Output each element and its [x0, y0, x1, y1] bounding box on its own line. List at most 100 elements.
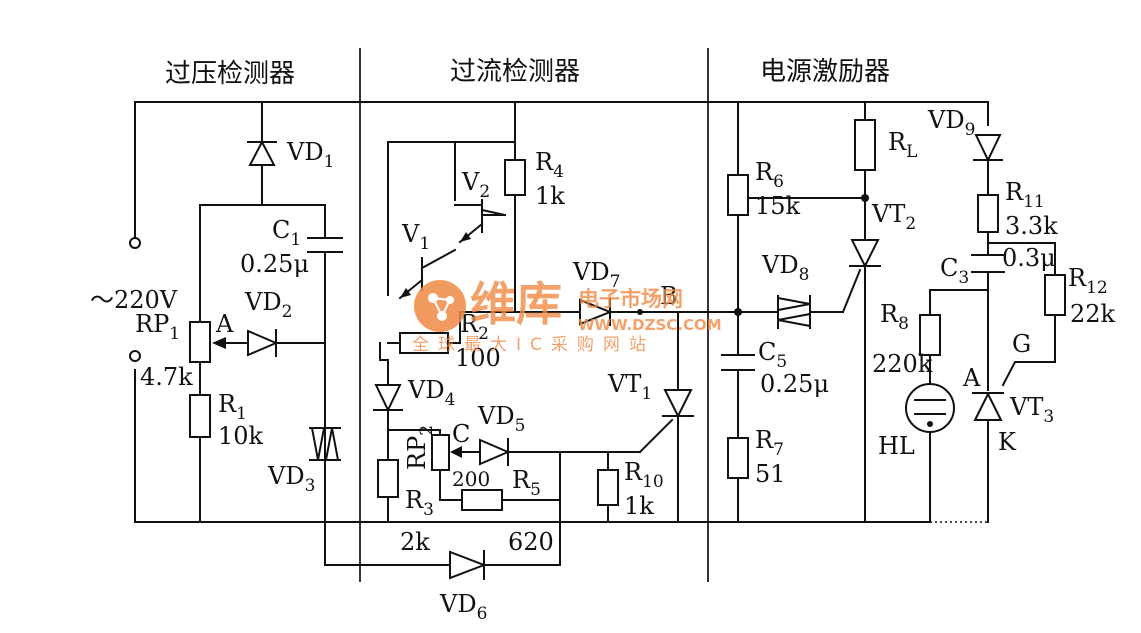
label-hl: HL: [878, 432, 915, 460]
value-r7: 51: [755, 460, 786, 488]
label-vd8: VD8: [761, 251, 809, 285]
node-a: A: [215, 310, 234, 338]
value-c5: 0.25μ: [760, 370, 829, 398]
label-cathode-k: K: [998, 428, 1017, 456]
label-r2: R2: [460, 310, 489, 344]
label-vd5: VD5: [477, 402, 525, 436]
resistor-r2: [399, 332, 449, 354]
diode-vd7: [579, 298, 613, 326]
label-v2: V2: [461, 168, 490, 202]
label-r10: R10: [624, 458, 664, 492]
label-vd3: VD3: [267, 462, 315, 496]
diac-vd8: [777, 295, 811, 329]
label-c5: C5: [758, 338, 787, 372]
label-v1: V1: [401, 220, 430, 254]
watermark-brand: 维库: [470, 277, 562, 331]
label-r1: R1: [218, 390, 247, 424]
transistor-v2: [458, 199, 507, 244]
label-r8: R8: [880, 300, 909, 334]
label-r4: R4: [535, 148, 564, 182]
header-overvoltage: 过压检测器: [165, 59, 295, 89]
label-rp1: RP1: [135, 310, 180, 344]
label-r3: R3: [405, 486, 434, 520]
diode-vd6: [449, 550, 487, 580]
label-vt3: VT3: [1009, 393, 1054, 427]
value-r6: 15k: [755, 192, 801, 220]
diac-vd3: [309, 427, 341, 461]
potentiometer-rp1: [189, 321, 226, 363]
value-rp2: 200: [452, 467, 490, 491]
value-r8: 220k: [872, 350, 933, 378]
capacitor-c5: [721, 354, 755, 371]
diode-vd4: [373, 384, 403, 413]
label-vd4: VD4: [407, 376, 455, 410]
label-anode-a: A: [962, 364, 981, 392]
diode-vd2: [247, 329, 279, 357]
label-c1: C1: [272, 216, 301, 250]
resistor-rl: [854, 119, 876, 171]
label-rl: RL: [888, 128, 917, 162]
header-overcurrent: 过流检测器: [450, 57, 580, 87]
thyristor-vt3: [972, 391, 1004, 421]
header-power-exciter: 电源激励器: [760, 57, 890, 87]
node-c: C: [452, 420, 470, 448]
label-c3: C3: [940, 254, 969, 288]
capacitor-c1: [307, 237, 343, 253]
watermark-slogan: 全球最大IC采购网站: [412, 335, 655, 355]
neon-lamp-hl: [905, 383, 955, 433]
resistor-r10: [597, 469, 619, 506]
supply-label: ～220V: [90, 286, 178, 314]
resistor-r1: [189, 394, 211, 438]
label-vd1: VD1: [286, 138, 334, 172]
value-r2: 100: [455, 344, 501, 372]
thyristor-vt1: [662, 389, 694, 419]
node-b: B: [660, 282, 678, 310]
watermark-url: WWW.DZSC.COM: [578, 316, 722, 334]
label-r6: R6: [755, 158, 784, 192]
value-r10: 1k: [624, 492, 654, 520]
label-vt2: VT2: [871, 200, 916, 234]
resistor-r8: [919, 314, 941, 356]
value-r3: 2k: [400, 528, 430, 556]
resistor-r11: [977, 194, 999, 233]
label-gate-g: G: [1012, 330, 1031, 358]
transistor-v1: [398, 248, 457, 300]
label-r5: R5: [512, 466, 541, 500]
resistor-r5: [461, 489, 503, 511]
ac-terminals: [129, 237, 141, 362]
label-r7: R7: [755, 426, 784, 460]
junction-dots: [637, 194, 869, 316]
value-r11: 3.3k: [1005, 212, 1058, 240]
capacitor-c3: [971, 254, 1005, 273]
label-vd6: VD6: [439, 590, 487, 624]
value-r1: 10k: [218, 422, 264, 450]
label-r11: R11: [1005, 178, 1045, 212]
resistor-r12: [1044, 274, 1066, 316]
wires: [134, 101, 1056, 566]
diode-vd9: [973, 134, 1003, 163]
label-vd9: VD9: [927, 106, 975, 140]
diode-vd1: [247, 139, 277, 166]
label-vd7: VD7: [572, 258, 620, 292]
resistor-r3: [377, 459, 399, 498]
resistor-r7: [727, 437, 749, 479]
value-rp1: 4.7k: [140, 363, 193, 391]
resistor-r4: [504, 159, 526, 196]
label-vd2: VD2: [244, 288, 292, 322]
watermark-site: 电子市场网: [578, 287, 683, 311]
thyristor-vt2: [849, 239, 881, 269]
value-r5: 620: [508, 528, 554, 556]
section-dividers: [359, 48, 709, 582]
value-c1: 0.25μ: [240, 250, 309, 278]
value-r4: 1k: [535, 182, 565, 210]
label-r12: R12: [1068, 264, 1108, 298]
value-c3: 0.3μ: [1002, 244, 1056, 272]
label-vt1: VT1: [607, 370, 652, 404]
label-rp2: RP2: [403, 425, 437, 470]
watermark: 维库 电子市场网 WWW.DZSC.COM 全球最大IC采购网站: [412, 277, 722, 355]
resistor-r6: [727, 174, 749, 216]
potentiometer-rp2: [431, 434, 462, 471]
value-r12: 22k: [1070, 300, 1116, 328]
diode-vd5: [479, 438, 511, 466]
